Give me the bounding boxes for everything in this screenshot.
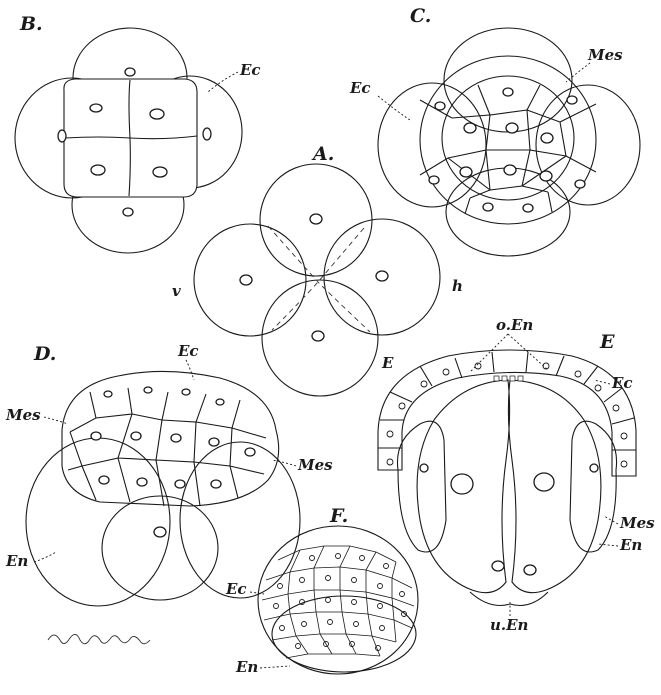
label-f: F. bbox=[329, 505, 348, 527]
label-mes: Mes bbox=[297, 456, 333, 474]
nucleus bbox=[91, 165, 105, 175]
label-mes: Mes bbox=[619, 514, 655, 532]
panel-f: F. Ec En bbox=[225, 505, 418, 676]
label-d: D. bbox=[33, 343, 56, 365]
label-e: E bbox=[599, 331, 615, 353]
mesoderm-left bbox=[397, 421, 446, 552]
ectoderm-arch bbox=[378, 350, 636, 476]
label-e: E bbox=[381, 354, 394, 372]
label-en: En bbox=[235, 658, 258, 676]
nucleus bbox=[90, 104, 102, 112]
label-v: v bbox=[172, 282, 181, 300]
endoderm-center bbox=[102, 496, 218, 600]
nucleus bbox=[150, 109, 164, 119]
label-ec: Ec bbox=[349, 79, 371, 97]
label-ec: Ec bbox=[177, 342, 199, 360]
label-mes: Mes bbox=[587, 46, 623, 64]
panel-a: A. v h E bbox=[172, 143, 463, 405]
nucleus bbox=[153, 167, 167, 177]
label-en: En bbox=[5, 552, 28, 570]
label-ec: Ec bbox=[239, 61, 261, 79]
mesoderm-ring bbox=[420, 56, 596, 224]
label-c: C. bbox=[410, 5, 431, 27]
label-ec: Ec bbox=[225, 580, 247, 598]
ectoderm-mesh bbox=[262, 546, 414, 658]
label-mes: Mes bbox=[5, 406, 41, 424]
ectoderm-sphere bbox=[258, 526, 418, 674]
engraver-signature bbox=[48, 634, 150, 643]
label-en: En bbox=[619, 536, 642, 554]
endoderm-right-half bbox=[508, 380, 601, 593]
label-h: h bbox=[452, 277, 463, 295]
label-b: B. bbox=[19, 13, 43, 35]
label-uen: u.En bbox=[490, 616, 528, 634]
endoderm-left bbox=[26, 438, 170, 606]
label-ec: Ec bbox=[611, 374, 633, 392]
label-a: A. bbox=[311, 143, 334, 165]
label-oen: o.En bbox=[496, 316, 533, 334]
